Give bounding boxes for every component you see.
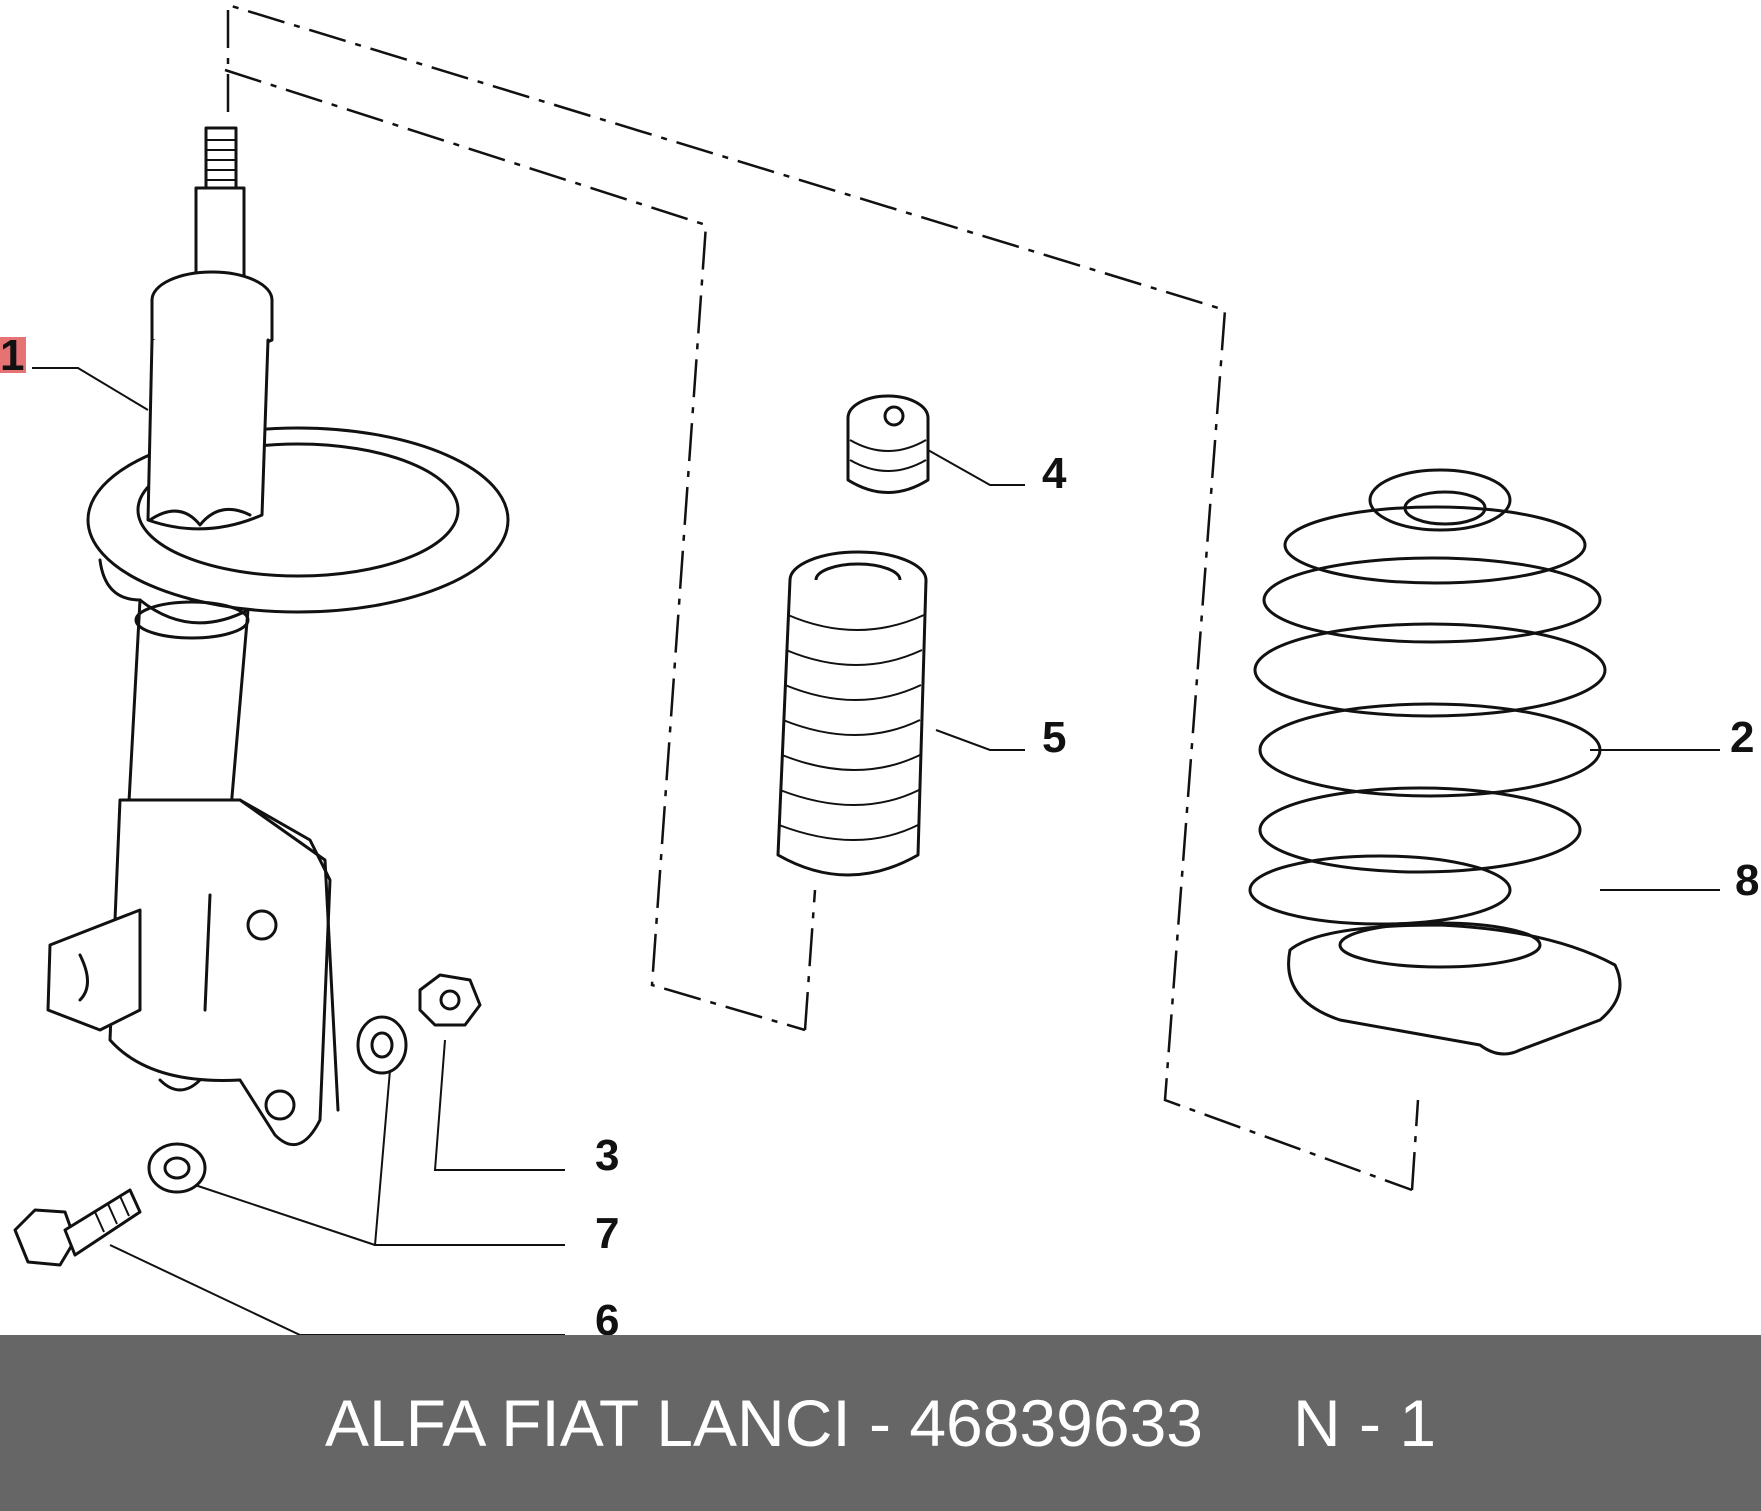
coil-spring-icon: [1248, 468, 1607, 926]
callout-7: 7: [595, 1209, 619, 1258]
bump-stop-icon: [846, 394, 930, 494]
callout-6: 6: [595, 1296, 619, 1335]
assembly-guide-lines: [224, 3, 1420, 1192]
callout-1: 1: [0, 331, 24, 380]
dust-boot-icon: [776, 550, 928, 877]
callout-8: 8: [1735, 856, 1759, 905]
spring-seat-icon: [1287, 921, 1622, 1056]
leader-lines: [32, 367, 1720, 1335]
callout-1-highlight: [0, 337, 26, 373]
callout-3: 3: [595, 1131, 619, 1180]
shock-absorber-icon: [46, 126, 510, 1146]
part-number-banner: ALFA FIAT LANCI - 46839633 N - 1: [0, 1335, 1761, 1511]
washer-icon: [147, 1015, 408, 1194]
diagram-drawing: 1 2 3 4 5 6 7 8: [0, 3, 1759, 1335]
callout-labels: 1 2 3 4 5 6 7 8: [0, 331, 1759, 1335]
part-number-text: ALFA FIAT LANCI - 46839633: [324, 1386, 1203, 1460]
callout-4: 4: [1042, 449, 1067, 498]
nut-icon: [418, 973, 482, 1027]
callout-2: 2: [1730, 713, 1754, 762]
callout-5: 5: [1042, 713, 1066, 762]
part-suffix-text: N - 1: [1293, 1386, 1437, 1460]
bolt-icon: [13, 1188, 142, 1267]
